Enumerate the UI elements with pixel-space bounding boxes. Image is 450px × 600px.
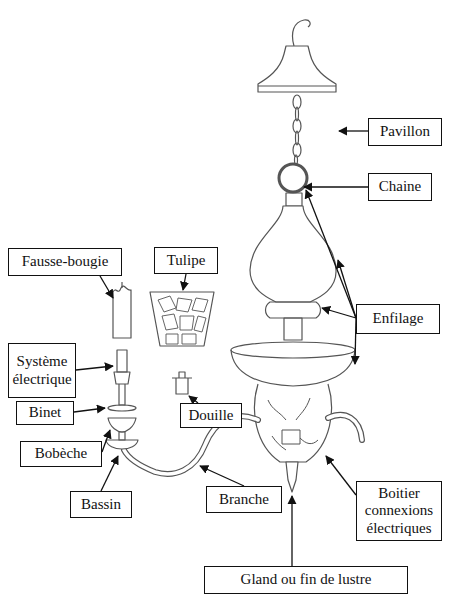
label-box: Pavillon [368, 118, 442, 146]
shade [150, 292, 214, 346]
part-name: Boitier connexions électriques [360, 485, 438, 537]
leader-line [189, 396, 198, 403]
socket [172, 372, 192, 394]
part-name: Gland ou fin de lustre [241, 571, 372, 588]
vase-body [250, 206, 336, 302]
label-box: Tulipe [154, 247, 218, 274]
leader-line [338, 260, 356, 318]
leader-line [100, 276, 113, 298]
leader-line [306, 190, 356, 318]
wiring [268, 398, 318, 450]
bowl [231, 350, 355, 386]
part-name: Fausse-bougie [22, 253, 109, 270]
label-box: Boitier connexions électriques [356, 481, 442, 541]
label-box: Bassin [70, 491, 132, 518]
leader-line [322, 308, 356, 318]
label-box: Gland ou fin de lustre [204, 566, 408, 594]
leader-line [291, 496, 292, 566]
leader-line [102, 430, 110, 452]
lamp-holder [117, 350, 127, 372]
stem [284, 318, 302, 340]
finial [286, 193, 302, 206]
holder-base [114, 372, 130, 405]
pan-stem [119, 432, 125, 440]
leader-line [76, 366, 113, 370]
leader-line [326, 456, 356, 495]
cup [106, 440, 138, 449]
part-name: Tulipe [167, 252, 206, 269]
label-box: Binet [16, 401, 74, 425]
leader-line [183, 274, 186, 290]
leader-line [101, 456, 118, 491]
label-box: Enfilage [356, 304, 440, 334]
finial-drop [286, 462, 298, 492]
part-name: Bobèche [35, 445, 87, 462]
label-box: Bobèche [20, 441, 102, 467]
leader-line [304, 186, 368, 187]
label-box: Douille [180, 403, 242, 428]
arm-outer [328, 415, 362, 440]
label-box: Système électrique [8, 343, 76, 398]
canopy [258, 46, 336, 92]
label-box: Branche [206, 486, 282, 513]
part-name: Douille [189, 407, 234, 424]
leader-line [74, 408, 105, 412]
arm-inner [328, 415, 362, 440]
canopy-band [258, 85, 336, 86]
sleeve [113, 286, 131, 338]
ring-plate [108, 405, 136, 411]
label-box: Chaine [368, 173, 432, 201]
part-name: Enfilage [373, 310, 424, 327]
wick [121, 282, 122, 288]
leader-lines [74, 131, 368, 566]
junction-housing [254, 384, 331, 462]
part-name: Branche [219, 491, 269, 508]
leader-line [200, 466, 244, 486]
label-box: Fausse-bougie [8, 248, 122, 276]
part-name: Système électrique [12, 353, 72, 388]
hook [292, 20, 310, 46]
part-name: Chaine [379, 178, 422, 195]
drip-pan [108, 418, 136, 432]
shade-mosaic [158, 296, 208, 344]
part-name: Bassin [81, 496, 121, 513]
chandelier-drawing [106, 20, 362, 492]
leader-line [339, 130, 368, 131]
bowl-rim [231, 342, 355, 358]
part-name: Pavillon [380, 123, 430, 140]
collar [266, 302, 321, 318]
ring [279, 164, 307, 192]
part-name: Binet [29, 404, 62, 421]
